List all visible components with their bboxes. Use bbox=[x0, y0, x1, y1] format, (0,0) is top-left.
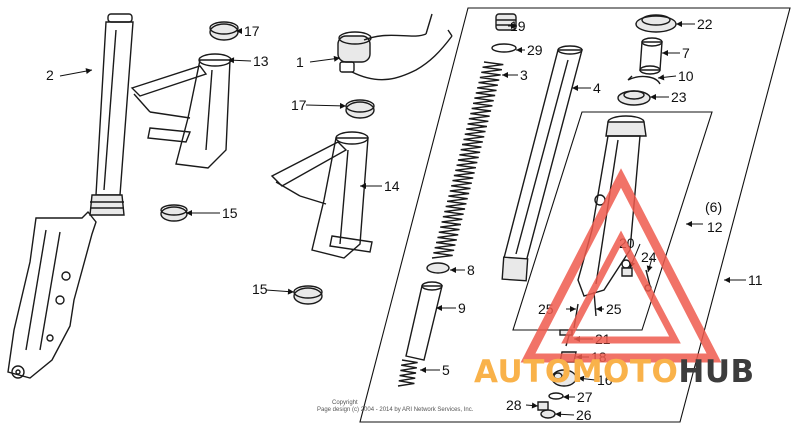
nut-17-top bbox=[209, 21, 239, 41]
leader-arrowhead bbox=[570, 306, 576, 312]
callout-19: 19 bbox=[510, 18, 526, 34]
watermark-brand-part1: AUTOMOTO bbox=[474, 354, 678, 390]
callout-15-upper: 15 bbox=[222, 205, 238, 221]
leader-arrowhead bbox=[339, 102, 346, 109]
watermark: AUTOMOTOHUB bbox=[474, 168, 755, 390]
leader-arrowhead bbox=[287, 288, 294, 295]
leader-arrowhead bbox=[236, 28, 242, 34]
callout-1: 1 bbox=[296, 54, 304, 70]
leader-arrowhead bbox=[646, 265, 653, 272]
copyright-line-2: Page design (c) 2004 - 2014 by ARI Netwo… bbox=[317, 407, 474, 413]
leader-arrowhead bbox=[531, 402, 538, 409]
leader-arrowhead bbox=[450, 267, 456, 273]
callout-15-lower: 15 bbox=[252, 281, 268, 297]
callout-27: 27 bbox=[577, 389, 593, 405]
leader-arrowhead bbox=[360, 183, 366, 189]
watermark-triangle-inner bbox=[561, 230, 681, 344]
washer-27 bbox=[548, 392, 564, 400]
callout-4: 4 bbox=[593, 80, 601, 96]
leader-arrowhead bbox=[650, 94, 656, 100]
fork-bracket-lower bbox=[270, 131, 373, 259]
callout-labels: 2 17 13 1 17 14 15 15 19 29 3 4 8 9 5 22… bbox=[46, 16, 763, 423]
leader-arrowhead bbox=[186, 210, 192, 216]
reflector-assembly bbox=[337, 13, 453, 81]
leader-arrowhead bbox=[228, 57, 235, 64]
leader-arrowhead bbox=[724, 277, 730, 283]
bolt-20 bbox=[621, 267, 633, 277]
callout-11: 11 bbox=[748, 272, 763, 288]
callout-26: 26 bbox=[576, 407, 592, 423]
nut-15-upper bbox=[160, 204, 188, 222]
watermark-brand-part2: HUB bbox=[678, 354, 754, 390]
callout-16: 16 bbox=[597, 372, 613, 388]
fork-leg-left bbox=[7, 13, 134, 379]
nut-17-middle bbox=[345, 99, 375, 119]
leader-arrowhead bbox=[502, 72, 508, 78]
leader-arrowhead bbox=[511, 23, 517, 29]
nut-28 bbox=[537, 401, 549, 411]
leader-arrowhead bbox=[596, 306, 602, 312]
callout-10: 10 bbox=[678, 68, 694, 84]
callout-24: 24 bbox=[641, 249, 657, 265]
leader-arrowhead bbox=[516, 47, 522, 53]
oil-seal-23 bbox=[617, 90, 651, 106]
o-ring-29 bbox=[491, 43, 517, 53]
callout-5: 5 bbox=[442, 362, 450, 378]
fork-bracket-upper bbox=[130, 53, 232, 169]
leader-lines bbox=[59, 21, 746, 418]
copyright-line-1: Copyright bbox=[332, 400, 358, 406]
washer-8 bbox=[426, 262, 450, 274]
callout-12: 12 bbox=[707, 219, 723, 235]
leader-arrowhead bbox=[662, 50, 668, 56]
callout-14: 14 bbox=[384, 178, 400, 194]
leader-arrowhead bbox=[85, 68, 92, 75]
dust-cap-22 bbox=[635, 14, 677, 33]
callout-8: 8 bbox=[467, 262, 475, 278]
callout-3: 3 bbox=[520, 67, 528, 83]
callout-13: 13 bbox=[253, 53, 269, 69]
damper-rod-9 bbox=[405, 281, 443, 361]
callout-17-middle: 17 bbox=[291, 97, 307, 113]
spacer-7 bbox=[639, 37, 663, 75]
rebound-spring-5 bbox=[397, 359, 418, 387]
callout-23: 23 bbox=[671, 89, 687, 105]
leader-arrowhead bbox=[555, 411, 562, 418]
callout-25-right: 25 bbox=[606, 301, 622, 317]
assembly-frame-inner bbox=[512, 111, 713, 331]
leader-arrowhead bbox=[572, 85, 578, 91]
axle-holder-16 bbox=[551, 369, 577, 387]
watermark-brand: AUTOMOTOHUB bbox=[474, 354, 755, 390]
leader-line bbox=[305, 104, 347, 107]
leader-arrowhead bbox=[563, 394, 569, 400]
callout-17-top: 17 bbox=[244, 23, 260, 39]
nut-15-lower bbox=[293, 285, 323, 305]
fork-tube-4 bbox=[501, 45, 583, 282]
assembly-frame-outer bbox=[359, 7, 791, 423]
bolt-26 bbox=[540, 409, 556, 419]
leader-arrowhead bbox=[658, 74, 665, 81]
circlip-10 bbox=[627, 75, 661, 85]
callout-6: (6) bbox=[705, 199, 722, 215]
leader-arrowhead bbox=[420, 367, 426, 373]
leader-arrowhead bbox=[686, 221, 692, 227]
pin-25-right bbox=[593, 291, 597, 317]
callout-2: 2 bbox=[46, 67, 54, 83]
callout-29: 29 bbox=[527, 42, 543, 58]
leader-arrowhead bbox=[676, 21, 682, 27]
watermark-triangle-outer bbox=[520, 168, 722, 363]
fork-spring-3 bbox=[431, 61, 504, 259]
callout-9: 9 bbox=[458, 300, 466, 316]
leader-arrowhead bbox=[578, 375, 585, 382]
leader-arrowhead bbox=[436, 305, 442, 311]
callout-22: 22 bbox=[697, 16, 713, 32]
leader-arrowhead bbox=[333, 55, 340, 62]
callout-28: 28 bbox=[506, 397, 522, 413]
callout-7: 7 bbox=[682, 45, 690, 61]
